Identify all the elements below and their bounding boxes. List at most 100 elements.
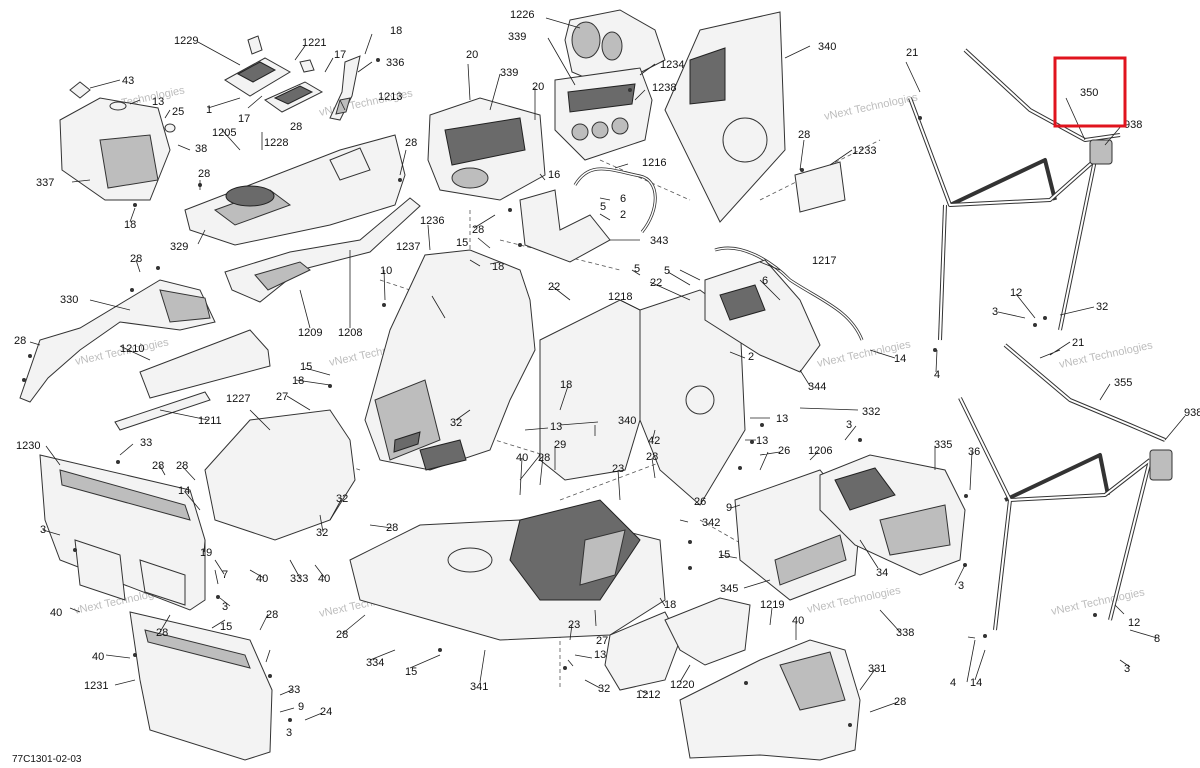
callout-18: 18 xyxy=(292,375,304,387)
callout-33: 33 xyxy=(140,437,152,449)
callout-21: 21 xyxy=(906,47,918,59)
callout-21: 21 xyxy=(1072,337,1084,349)
callout-3: 3 xyxy=(958,580,964,592)
callout-16: 16 xyxy=(548,169,560,181)
callout-32: 32 xyxy=(316,527,328,539)
part-335-air-box xyxy=(819,454,966,576)
callout-10: 10 xyxy=(380,265,392,277)
callout-341: 341 xyxy=(470,681,488,693)
callout-1213: 1213 xyxy=(378,91,402,103)
callout-1231: 1231 xyxy=(84,680,108,692)
callout-13: 13 xyxy=(550,421,562,433)
callout-1217: 1217 xyxy=(812,255,836,267)
callout-4: 4 xyxy=(950,677,956,689)
part-1230-rear-panel xyxy=(39,454,206,611)
callout-335: 335 xyxy=(934,439,952,451)
callout-1221: 1221 xyxy=(302,37,326,49)
callout-1212: 1212 xyxy=(636,689,660,701)
callout-350: 350 xyxy=(1080,87,1098,99)
callout-1219: 1219 xyxy=(760,599,784,611)
callout-12: 12 xyxy=(1128,617,1140,629)
callout-32: 32 xyxy=(336,493,348,505)
callout-32: 32 xyxy=(450,417,462,429)
callout-3: 3 xyxy=(1124,663,1130,675)
callout-26: 26 xyxy=(778,445,790,457)
callout-28: 28 xyxy=(538,452,550,464)
callout-1237: 1237 xyxy=(396,241,420,253)
part-329-center-console xyxy=(184,134,406,246)
part-1209-1208-trim xyxy=(224,197,421,303)
callout-3: 3 xyxy=(40,524,46,536)
part-1212-trim xyxy=(604,611,681,691)
callout-40: 40 xyxy=(516,452,528,464)
callout-1228: 1228 xyxy=(264,137,288,149)
part-1217-cable xyxy=(714,246,864,341)
part-1216-cable xyxy=(573,167,657,233)
callout-28: 28 xyxy=(798,129,810,141)
callout-19: 19 xyxy=(200,547,212,559)
callout-1: 1 xyxy=(206,104,212,116)
callout-23: 23 xyxy=(568,619,580,631)
callout-9: 9 xyxy=(726,502,732,514)
callout-1226: 1226 xyxy=(510,9,534,21)
part-1219-1221-fender xyxy=(679,639,861,761)
callout-13: 13 xyxy=(152,96,164,108)
part-340-firewall-panel xyxy=(664,11,786,223)
callout-40: 40 xyxy=(792,615,804,627)
highlight-box-350 xyxy=(1053,56,1127,128)
callout-333: 333 xyxy=(290,573,308,585)
watermark: vNext Technologies xyxy=(1050,586,1146,618)
callout-6: 6 xyxy=(762,275,768,287)
part-355-roll-bar xyxy=(958,343,1173,631)
part-1236-1237-chassis xyxy=(364,249,536,471)
diagram-reference-code: 77C1301-02-03 xyxy=(12,754,82,765)
callout-20: 20 xyxy=(466,49,478,61)
callout-4: 4 xyxy=(934,369,940,381)
callout-338: 338 xyxy=(896,627,914,639)
callout-3: 3 xyxy=(992,306,998,318)
callout-331: 331 xyxy=(868,663,886,675)
part-343-bracket xyxy=(519,189,611,263)
watermark: vNext Technologies xyxy=(806,584,902,616)
callout-27: 27 xyxy=(596,635,608,647)
callout-26: 26 xyxy=(694,496,706,508)
callout-3: 3 xyxy=(846,419,852,431)
callout-32: 32 xyxy=(598,683,610,695)
callout-3: 3 xyxy=(222,601,228,613)
callout-28: 28 xyxy=(646,451,658,463)
part-1229-switch-panel xyxy=(224,35,324,113)
part-1227-floor-tray xyxy=(204,409,356,541)
callout-28: 28 xyxy=(472,224,484,236)
callout-42: 42 xyxy=(648,435,660,447)
callout-334: 334 xyxy=(366,657,384,669)
callout-13: 13 xyxy=(594,649,606,661)
callout-28: 28 xyxy=(176,460,188,472)
callout-15: 15 xyxy=(405,666,417,678)
callout-38: 38 xyxy=(195,143,207,155)
part-339-gauge-panel xyxy=(554,67,653,161)
callout-12: 12 xyxy=(1010,287,1022,299)
part-drawings xyxy=(19,9,1173,761)
part-339-dash-bezel xyxy=(427,97,546,201)
watermark: vNext Technologies xyxy=(823,91,919,123)
callout-22: 22 xyxy=(650,277,662,289)
callout-1229: 1229 xyxy=(174,35,198,47)
callout-25: 25 xyxy=(172,106,184,118)
callout-17: 17 xyxy=(334,49,346,61)
part-1220-cover xyxy=(664,597,751,666)
callout-938: 938 xyxy=(1184,407,1200,419)
callout-24: 24 xyxy=(320,706,332,718)
callout-33: 33 xyxy=(288,684,300,696)
callout-339: 339 xyxy=(500,67,518,79)
callout-1220: 1220 xyxy=(670,679,694,691)
callout-342: 342 xyxy=(702,517,720,529)
callout-40: 40 xyxy=(318,573,330,585)
callout-1227: 1227 xyxy=(226,393,250,405)
callout-15: 15 xyxy=(718,549,730,561)
callout-29: 29 xyxy=(554,439,566,451)
assembly-guide-lines xyxy=(269,139,881,690)
callout-28: 28 xyxy=(336,629,348,641)
callout-6: 6 xyxy=(620,193,626,205)
callout-3: 3 xyxy=(286,727,292,739)
leader-lines xyxy=(29,17,1186,721)
